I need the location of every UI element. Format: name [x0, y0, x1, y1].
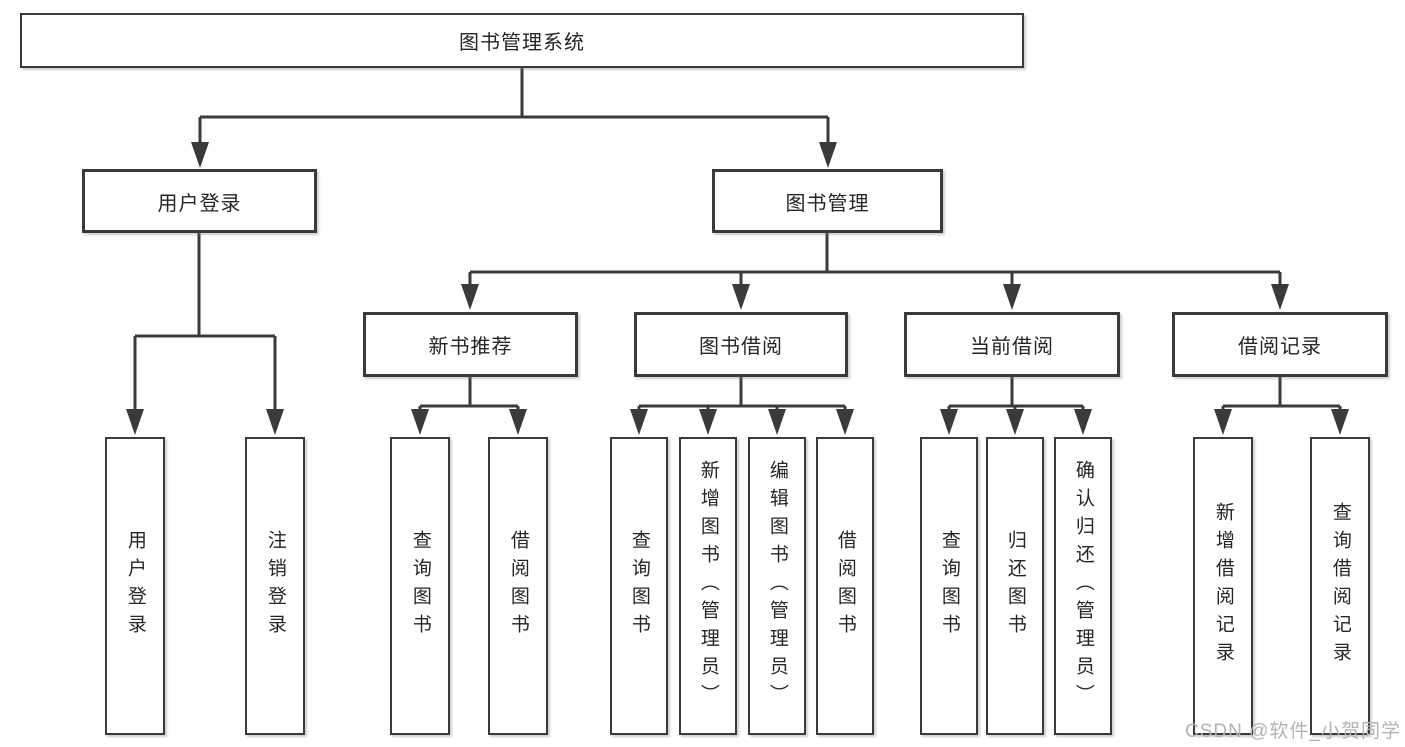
arrow-icon: [1214, 409, 1232, 435]
node-label: 新增图书（管理员）: [697, 460, 719, 712]
tree-edges: [133, 67, 1342, 418]
arrow-icon: [1331, 409, 1349, 435]
node-label: 借阅图书: [507, 530, 529, 642]
arrow-icon: [1074, 409, 1092, 435]
arrowheads: [126, 142, 1349, 435]
node-user-login: 用户登录: [82, 169, 317, 233]
leaf-query-book-borrow: 查询图书: [610, 437, 668, 735]
arrow-icon: [940, 409, 958, 435]
node-label: 查询图书: [938, 530, 960, 642]
node-label: 借阅图书: [834, 530, 856, 642]
node-label: 确认归还（管理员）: [1072, 460, 1094, 712]
leaf-add-borrow-record: 新增借阅记录: [1193, 437, 1253, 735]
node-label: 新增借阅记录: [1212, 502, 1234, 670]
arrow-icon: [191, 142, 209, 168]
arrow-icon: [630, 409, 648, 435]
node-label: 新书推荐: [428, 336, 513, 358]
node-label: 用户登录: [157, 192, 242, 215]
node-label: 图书管理系统: [459, 32, 585, 54]
node-label: 编辑图书（管理员）: [766, 460, 788, 712]
watermark: CSDN @软件_小贺同学: [1185, 721, 1401, 742]
node-label: 图书管理: [785, 192, 870, 215]
node-book-management: 图书管理: [712, 169, 943, 233]
leaf-query-book-recommend: 查询图书: [390, 437, 450, 735]
node-label: 查询图书: [628, 530, 650, 642]
node-label: 当前借阅: [970, 336, 1054, 358]
leaf-confirm-return-admin: 确认归还（管理员）: [1054, 437, 1112, 735]
node-label: 查询借阅记录: [1329, 502, 1351, 670]
node-label: 注销登录: [264, 530, 286, 642]
arrow-icon: [266, 409, 284, 435]
leaf-query-book-current: 查询图书: [920, 437, 978, 735]
arrow-icon: [126, 409, 144, 435]
arrow-icon: [1003, 284, 1021, 310]
leaf-user-login: 用户登录: [105, 437, 165, 735]
leaf-query-borrow-record: 查询借阅记录: [1310, 437, 1370, 735]
arrow-icon: [1006, 409, 1024, 435]
node-label: 图书借阅: [699, 336, 783, 358]
arrow-icon: [768, 409, 786, 435]
arrow-icon: [461, 284, 479, 310]
node-borrow-record: 借阅记录: [1172, 312, 1388, 377]
node-book-borrow: 图书借阅: [634, 312, 848, 377]
arrow-icon: [509, 409, 527, 435]
arrow-icon: [411, 409, 429, 435]
node-current-borrow: 当前借阅: [904, 312, 1120, 377]
node-label: 借阅记录: [1238, 336, 1322, 358]
leaf-logout-login: 注销登录: [245, 437, 305, 735]
node-new-book-recommend: 新书推荐: [363, 312, 578, 377]
node-library-management-system: 图书管理系统: [20, 13, 1024, 68]
leaf-return-book: 归还图书: [986, 437, 1044, 735]
node-label: 查询图书: [409, 530, 431, 642]
node-label: 用户登录: [124, 530, 146, 642]
node-label: 归还图书: [1004, 530, 1026, 642]
arrow-icon: [732, 284, 750, 310]
leaf-borrow-book-recommend: 借阅图书: [488, 437, 548, 735]
arrow-icon: [836, 409, 854, 435]
arrow-icon: [1271, 284, 1289, 310]
arrow-icon: [699, 409, 717, 435]
leaf-add-book-admin: 新增图书（管理员）: [679, 437, 737, 735]
arrow-icon: [819, 142, 837, 168]
leaf-edit-book-admin: 编辑图书（管理员）: [748, 437, 806, 735]
leaf-borrow-book: 借阅图书: [816, 437, 874, 735]
